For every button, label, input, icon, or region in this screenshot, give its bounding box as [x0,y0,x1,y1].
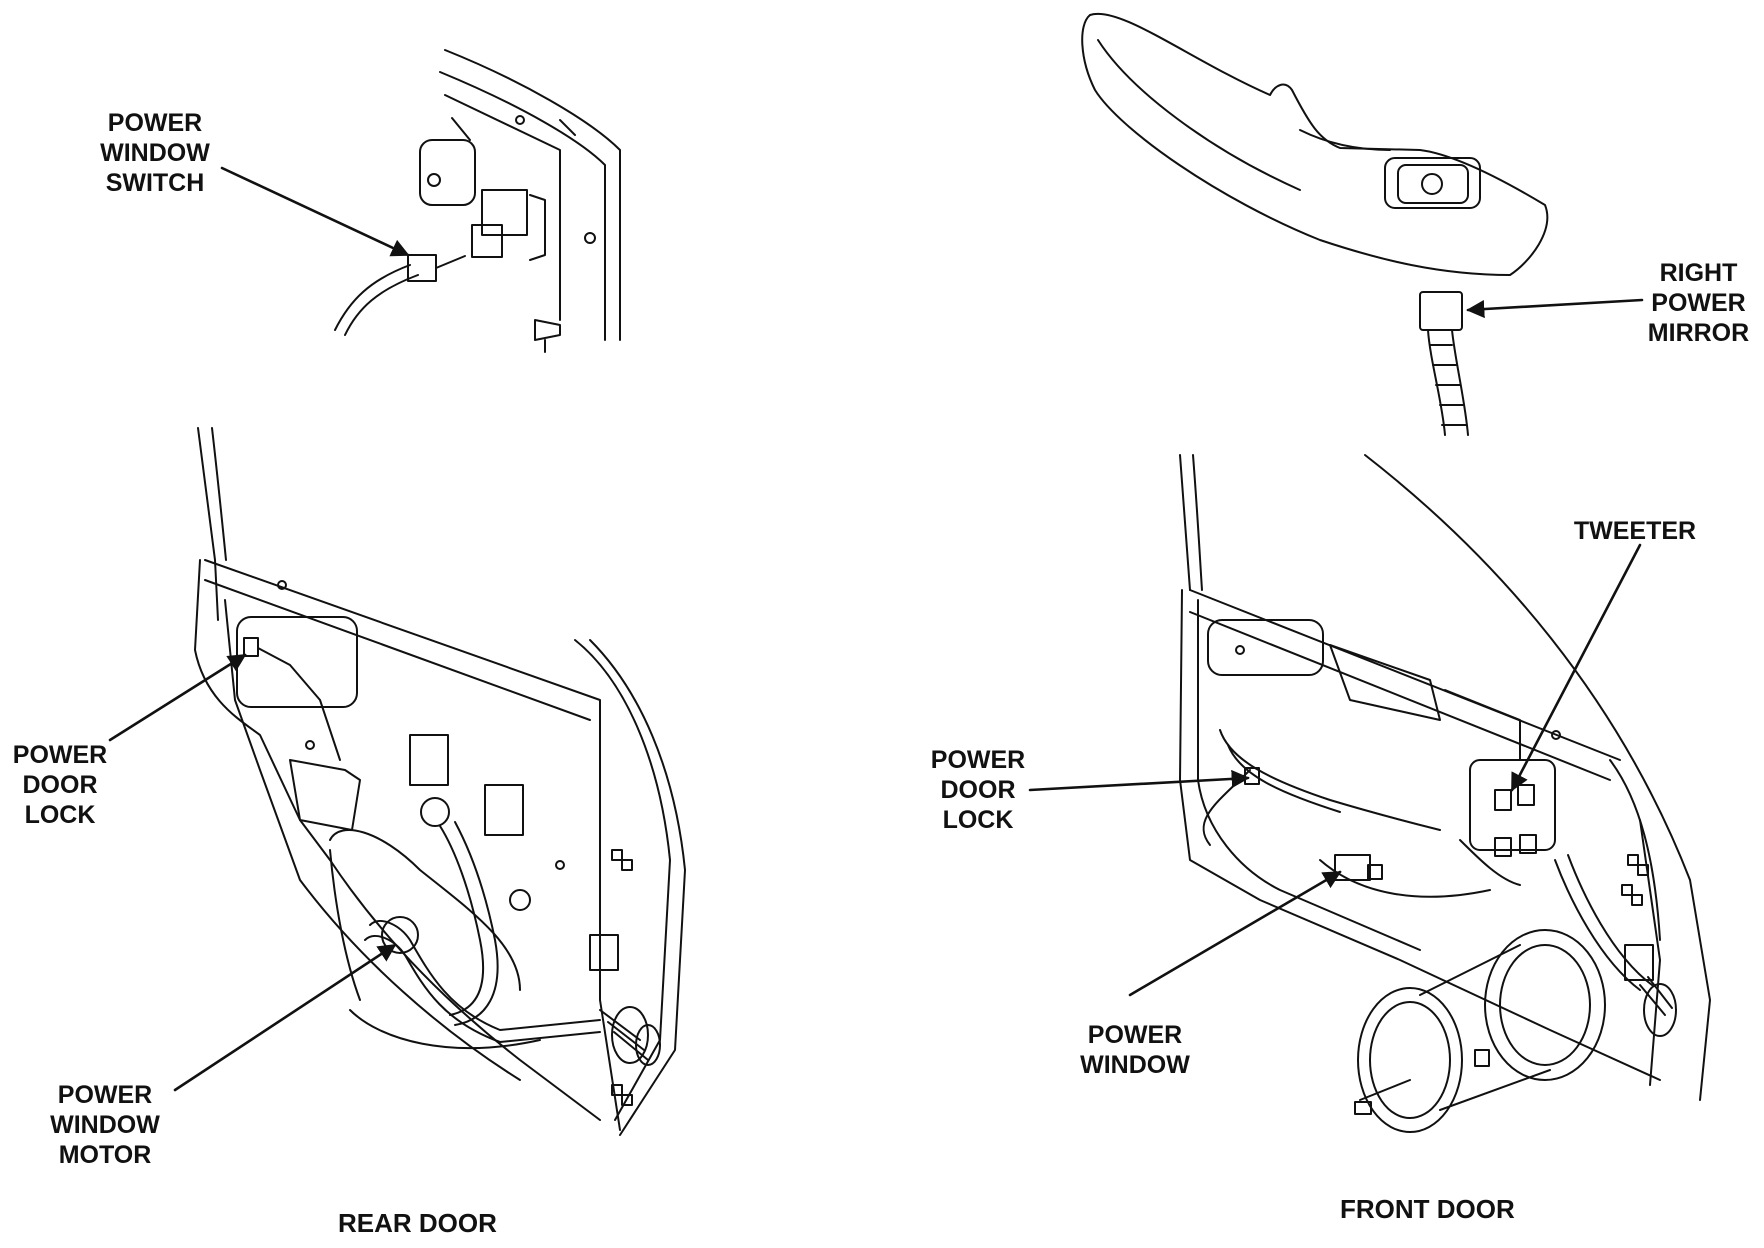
label-right-power-mirror: RIGHT POWER MIRROR [1647,259,1750,347]
rear-switch-detail [334,49,621,353]
label-rear-power-window-motor: POWER WINDOW MOTOR [50,1081,160,1169]
label-front-power-window: POWER WINDOW [1080,1021,1190,1079]
armrest-detail [1081,12,1549,436]
leader-arrows [108,166,1644,1092]
caption-rear-door: REAR DOOR [338,1208,497,1238]
caption-front-door: FRONT DOOR [1340,1194,1515,1224]
label-rear-power-window-switch: POWER WINDOW SWITCH [100,109,210,197]
front-door-drawing [1179,454,1711,1133]
label-rear-power-door-lock: POWER DOOR LOCK [12,741,108,829]
label-front-power-door-lock: POWER DOOR LOCK [930,746,1026,834]
label-tweeter: TWEETER [1573,517,1697,545]
rear-door-drawing [194,427,686,1136]
